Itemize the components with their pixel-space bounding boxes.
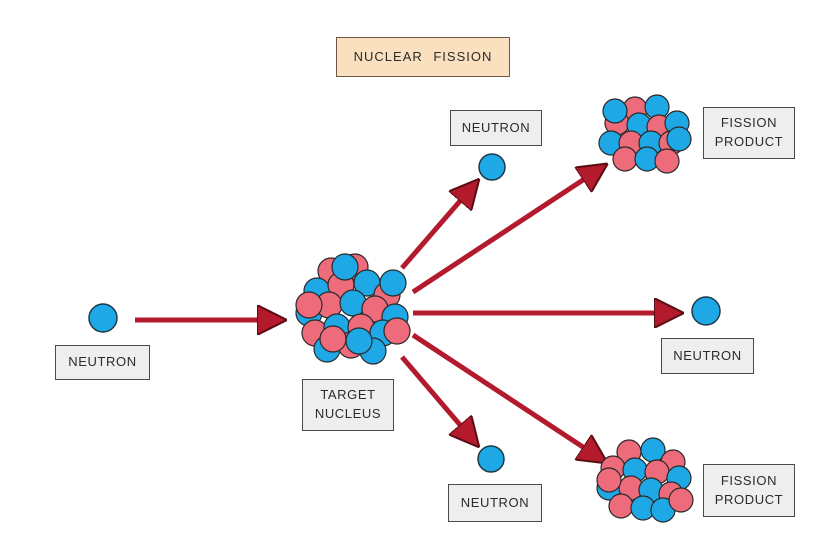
proton-particle <box>295 291 323 319</box>
neutron-right-label: NEUTRON <box>661 338 754 374</box>
neutron-top-label: NEUTRON <box>450 110 542 146</box>
fission-product-bottom-label: FISSION PRODUCT <box>703 464 795 517</box>
neutron-top <box>478 153 506 181</box>
incoming-neutron-label: NEUTRON <box>55 345 150 380</box>
proton-particle <box>668 487 694 513</box>
neutron-particle <box>379 269 407 297</box>
target-nucleus <box>295 253 411 365</box>
proton-particle <box>319 325 347 353</box>
neutron-particle <box>602 98 628 124</box>
proton-particle <box>654 148 680 174</box>
neutrons <box>88 153 721 473</box>
proton-particle <box>383 317 411 345</box>
neutron-bottom <box>477 445 505 473</box>
fission-product-bottom <box>596 437 694 523</box>
arrow-to-fission-product-bottom <box>411 332 592 453</box>
fission-product-top-label: FISSION PRODUCT <box>703 107 795 159</box>
incoming-neutron <box>88 303 118 333</box>
proton-particle <box>596 467 622 493</box>
fission-product-top <box>598 94 692 174</box>
neutron-bottom-label: NEUTRON <box>448 484 542 522</box>
arrow-to-neutron-bottom <box>400 355 467 433</box>
neutron-particle <box>345 327 373 355</box>
proton-particle <box>612 146 638 172</box>
arrows <box>135 174 665 453</box>
proton-particle <box>608 493 634 519</box>
arrow-to-fission-product-top <box>411 174 592 295</box>
neutron-particle <box>331 253 359 281</box>
arrow-to-neutron-top <box>400 193 467 270</box>
neutron-particle <box>666 126 692 152</box>
target-nucleus-label: TARGET NUCLEUS <box>302 379 394 431</box>
neutron-right <box>691 296 721 326</box>
diagram-title: NUCLEAR FISSION <box>336 37 510 77</box>
